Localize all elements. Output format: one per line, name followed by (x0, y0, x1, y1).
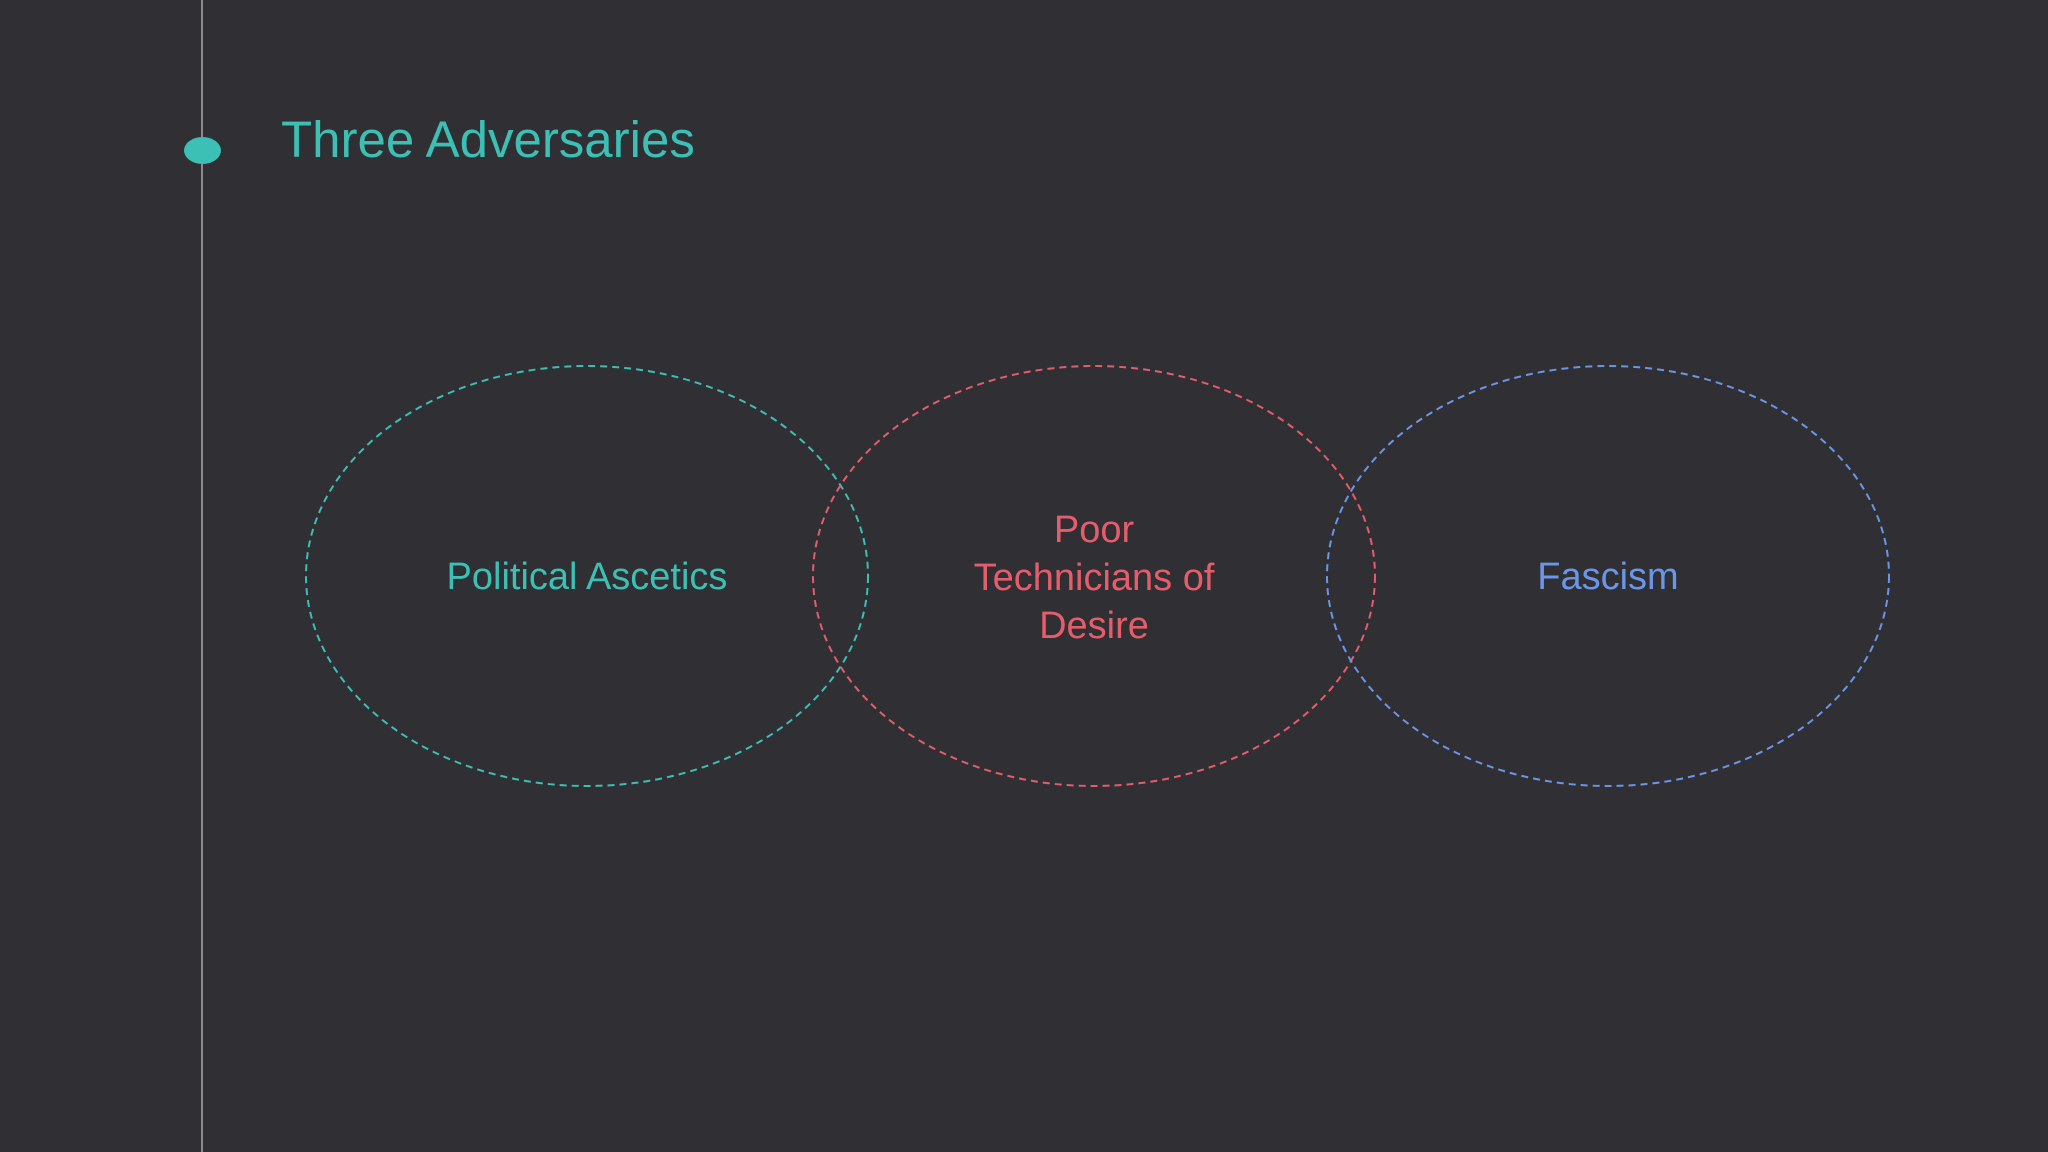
timeline-dot (184, 137, 221, 164)
label-line: Poor (1053, 509, 1135, 551)
circle-poor-technicians (812, 365, 1376, 787)
timeline-line (201, 0, 203, 1152)
slide-title: Three Adversaries (281, 111, 695, 168)
circle-political-ascetics (305, 365, 869, 787)
label-political-ascetics: Political Ascetics (446, 556, 728, 598)
label-poor-technicians: Poor Technicians of Desire (894, 506, 1294, 650)
circle-fascism (1326, 365, 1890, 787)
label-fascism: Fascism (1537, 556, 1679, 598)
label-line: Desire (1039, 605, 1149, 647)
label-line: Technicians of (973, 557, 1215, 599)
